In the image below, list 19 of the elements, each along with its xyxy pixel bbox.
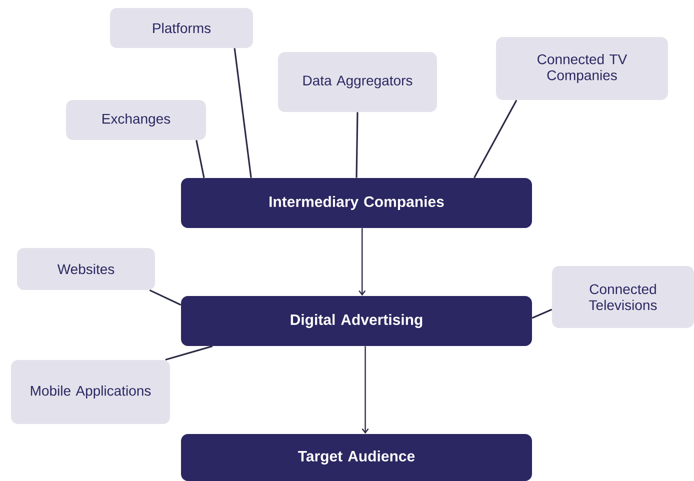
connector-line	[196, 140, 205, 178]
process-box: Target Audience	[181, 434, 532, 481]
label-box: Connected TV Companies	[496, 37, 668, 100]
label-box: Connected Televisions	[552, 266, 694, 328]
connector-line	[474, 100, 518, 178]
label-box: Mobile Applications	[11, 360, 170, 424]
process-box: Intermediary Companies	[181, 178, 532, 228]
connector-line	[165, 345, 213, 361]
connector-line	[234, 48, 252, 178]
label-box: Platforms	[110, 8, 253, 48]
connector-line	[532, 308, 552, 319]
label-box: Websites	[17, 248, 155, 290]
arrow	[358, 228, 366, 296]
connector-line	[149, 289, 182, 306]
label-box: Data Aggregators	[278, 52, 437, 112]
label-box: Exchanges	[66, 100, 206, 140]
process-box: Digital Advertising	[181, 296, 532, 346]
connector-line	[356, 112, 358, 178]
arrow	[362, 346, 369, 434]
